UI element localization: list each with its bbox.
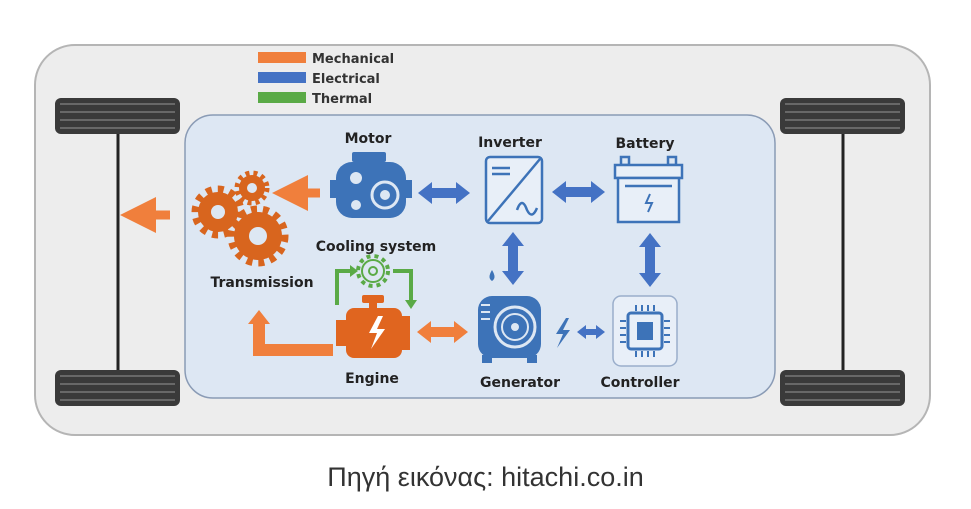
legend-thermal: Thermal <box>312 92 372 107</box>
battery-icon <box>613 155 684 224</box>
label-motor: Motor <box>345 131 392 147</box>
legend-swatch-thermal <box>258 92 306 103</box>
wheel-icon <box>55 370 180 406</box>
engine-icon <box>336 295 410 358</box>
thermal-loop-arrows <box>335 265 417 309</box>
label-battery: Battery <box>615 136 674 152</box>
label-engine: Engine <box>345 371 399 387</box>
arrow-motor-inverter <box>418 182 470 204</box>
cooling-gear-icon <box>356 254 390 288</box>
label-controller: Controller <box>600 375 679 391</box>
arrow-engine-generator <box>417 321 468 343</box>
label-cooling-system: Cooling system <box>316 239 437 255</box>
legend-swatch-mechanical <box>258 52 306 63</box>
label-transmission: Transmission <box>210 275 313 291</box>
inverter-icon <box>484 155 544 225</box>
wheel-icon <box>55 98 180 134</box>
right-axle <box>780 98 905 406</box>
generator-icon <box>478 296 541 363</box>
label-generator: Generator <box>480 375 560 391</box>
arrow-battery-controller <box>639 233 661 287</box>
legend-mechanical: Mechanical <box>312 52 394 67</box>
coolant-drop-icon <box>489 270 495 281</box>
wheel-icon <box>780 98 905 134</box>
controller-icon <box>612 295 678 367</box>
gears-icon <box>191 170 289 267</box>
label-inverter: Inverter <box>478 135 542 151</box>
arrow-inverter-battery <box>552 181 605 203</box>
image-source-caption: Πηγή εικόνας: hitachi.co.in <box>327 462 644 492</box>
wheel-icon <box>780 370 905 406</box>
legend: Mechanical Electrical Thermal <box>258 52 394 107</box>
legend-swatch-electrical <box>258 72 306 83</box>
arrow-engine-to-transmission <box>248 310 333 356</box>
arrow-generator-controller <box>577 325 605 339</box>
left-axle <box>55 98 180 406</box>
tire-treads <box>60 103 900 401</box>
motor-icon <box>330 152 412 218</box>
legend-electrical: Electrical <box>312 72 380 87</box>
lightning-icon <box>556 318 570 348</box>
arrow-inverter-generator <box>502 232 524 285</box>
